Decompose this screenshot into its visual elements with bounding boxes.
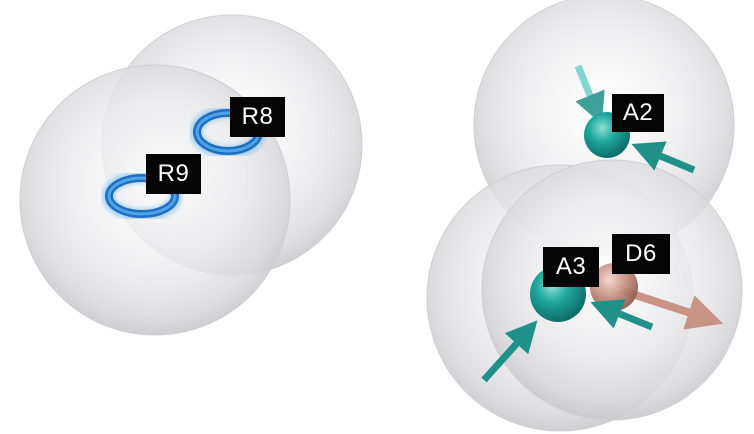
label-d6: D6: [612, 234, 670, 274]
label-r9: R9: [146, 154, 201, 194]
ring-r9-icon: [101, 170, 183, 222]
right-sphere-group: [426, 0, 743, 432]
label-a3: A3: [543, 247, 599, 287]
donor-d6-icon: [590, 263, 724, 330]
label-a2: A2: [612, 94, 664, 132]
left-sphere-group: [19, 14, 363, 336]
label-r8: R8: [230, 97, 285, 137]
sphere-front-left: [19, 64, 291, 336]
